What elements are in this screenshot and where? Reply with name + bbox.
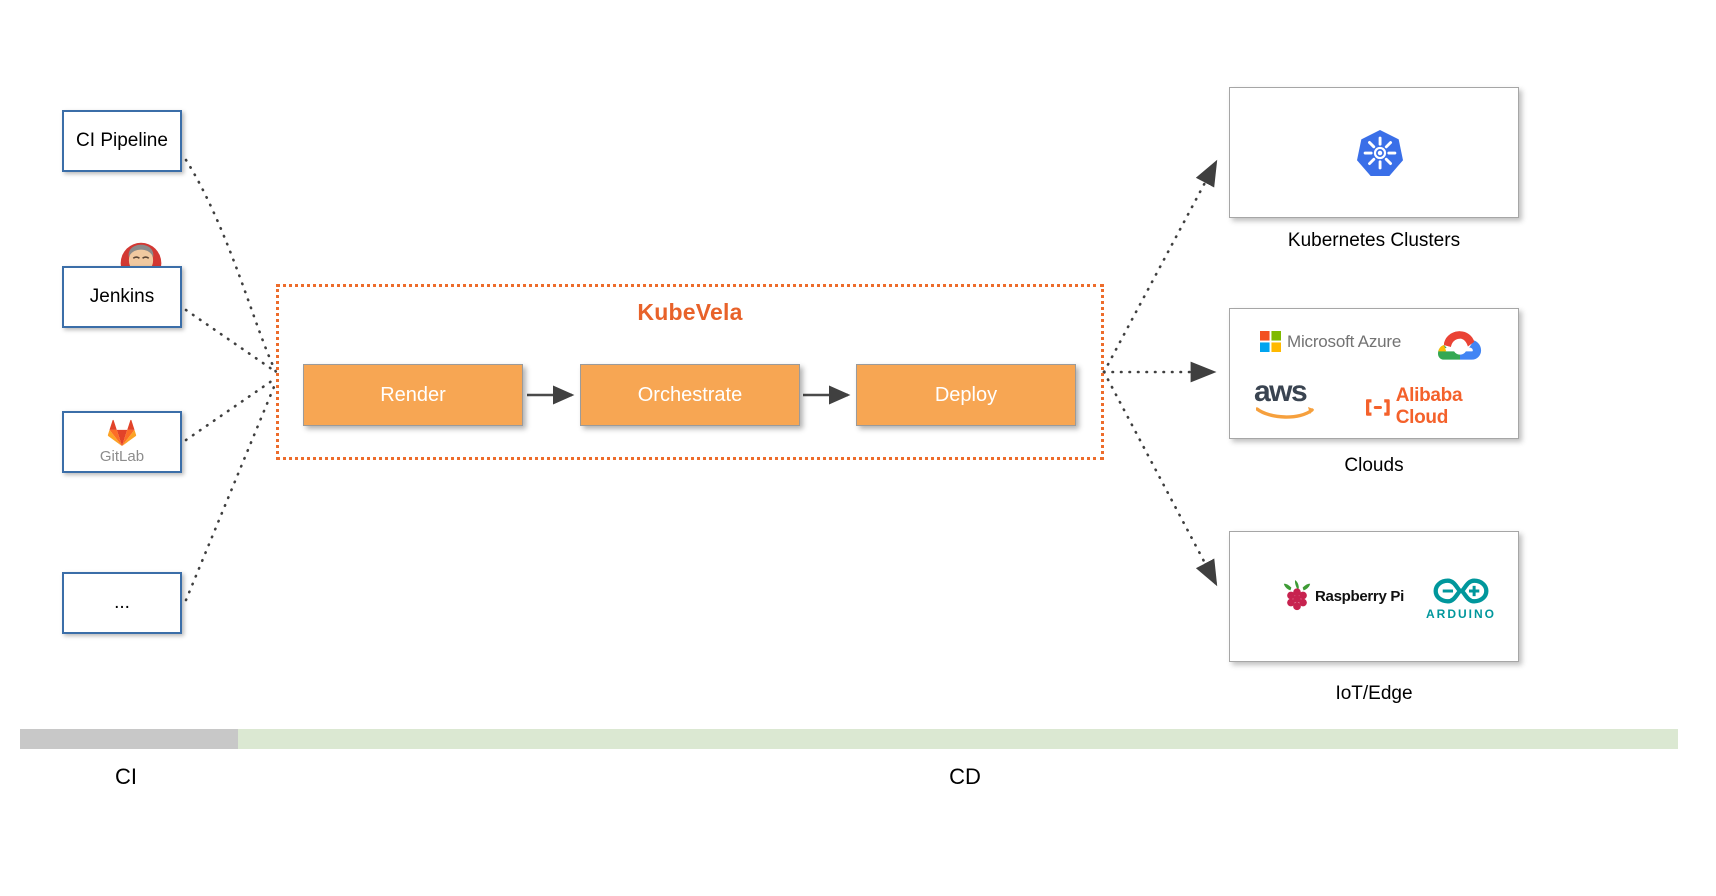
ci-source-connectors	[184, 158, 278, 602]
arduino-label: ARDUINO	[1426, 607, 1496, 621]
gitlab-logo-icon	[107, 419, 137, 447]
stage-label-deploy: Deploy	[934, 383, 998, 406]
bottom-bar-label-cd: CD	[949, 764, 981, 789]
aws-label: aws	[1254, 375, 1308, 408]
connector-gitlab	[184, 376, 278, 442]
alibaba-cloud-label: Alibaba Cloud	[1395, 385, 1463, 428]
aws-smile-arrow-icon	[1256, 407, 1314, 419]
bottom-bar-ci-segment	[20, 729, 238, 749]
source-box-ci-pipeline[interactable]: CI Pipeline	[62, 110, 182, 172]
connector-to-iot-edge	[1102, 370, 1218, 587]
target-caption-kubernetes-clusters: Kubernetes Clusters	[1287, 230, 1461, 251]
target-box-clouds[interactable]: Microsoft Azure aws	[1229, 308, 1519, 439]
target-box-iot-edge[interactable]: Raspberry Pi ARDUINO	[1229, 531, 1519, 662]
target-box-kubernetes-clusters[interactable]	[1229, 87, 1519, 218]
connector-ellipsis	[184, 380, 278, 602]
source-label-ellipsis: ...	[114, 591, 130, 613]
microsoft-squares-icon	[1260, 331, 1281, 352]
alibaba-bracket-icon	[1366, 398, 1390, 416]
microsoft-azure-label: Microsoft Azure	[1287, 331, 1402, 351]
stage-label-render: Render	[380, 383, 446, 406]
bottom-bar-cd-segment	[238, 729, 1678, 749]
aws-logo: aws	[1254, 375, 1316, 420]
raspberry-pi-label: Raspberry Pi	[1315, 587, 1404, 605]
target-caption-iot-edge: IoT/Edge	[1335, 683, 1413, 704]
connector-to-kubernetes	[1102, 159, 1218, 374]
google-cloud-logo	[1438, 331, 1482, 360]
kubevela-title: KubeVela	[637, 299, 743, 325]
microsoft-azure-logo: Microsoft Azure	[1260, 331, 1401, 352]
raspberry-pi-logo: Raspberry Pi	[1282, 580, 1404, 612]
target-caption-clouds: Clouds	[1344, 455, 1404, 476]
stage-box-orchestrate[interactable]: Orchestrate	[580, 364, 800, 426]
source-box-jenkins[interactable]: Jenkins	[62, 266, 182, 328]
arduino-infinity-icon	[1433, 578, 1489, 604]
alibaba-cloud-logo: Alibaba Cloud	[1366, 385, 1518, 429]
connector-ci-pipeline	[184, 158, 278, 374]
source-label-ci-pipeline: CI Pipeline	[76, 129, 168, 151]
kubevela-container: KubeVela	[276, 284, 1104, 460]
source-label-jenkins: Jenkins	[89, 285, 155, 307]
source-box-gitlab[interactable]: GitLab	[62, 411, 182, 473]
kubernetes-logo-icon	[1357, 130, 1403, 176]
bottom-bar-label-ci: CI	[115, 764, 137, 789]
arduino-logo: ARDUINO	[1426, 576, 1496, 621]
connector-jenkins	[184, 308, 278, 374]
raspberry-icon	[1283, 580, 1311, 611]
stage-label-orchestrate: Orchestrate	[637, 383, 743, 406]
source-box-ellipsis[interactable]: ...	[62, 572, 182, 634]
cd-target-connectors	[1102, 159, 1218, 587]
stage-box-render[interactable]: Render	[303, 364, 523, 426]
stage-box-deploy[interactable]: Deploy	[856, 364, 1076, 426]
source-label-gitlab: GitLab	[99, 448, 145, 465]
